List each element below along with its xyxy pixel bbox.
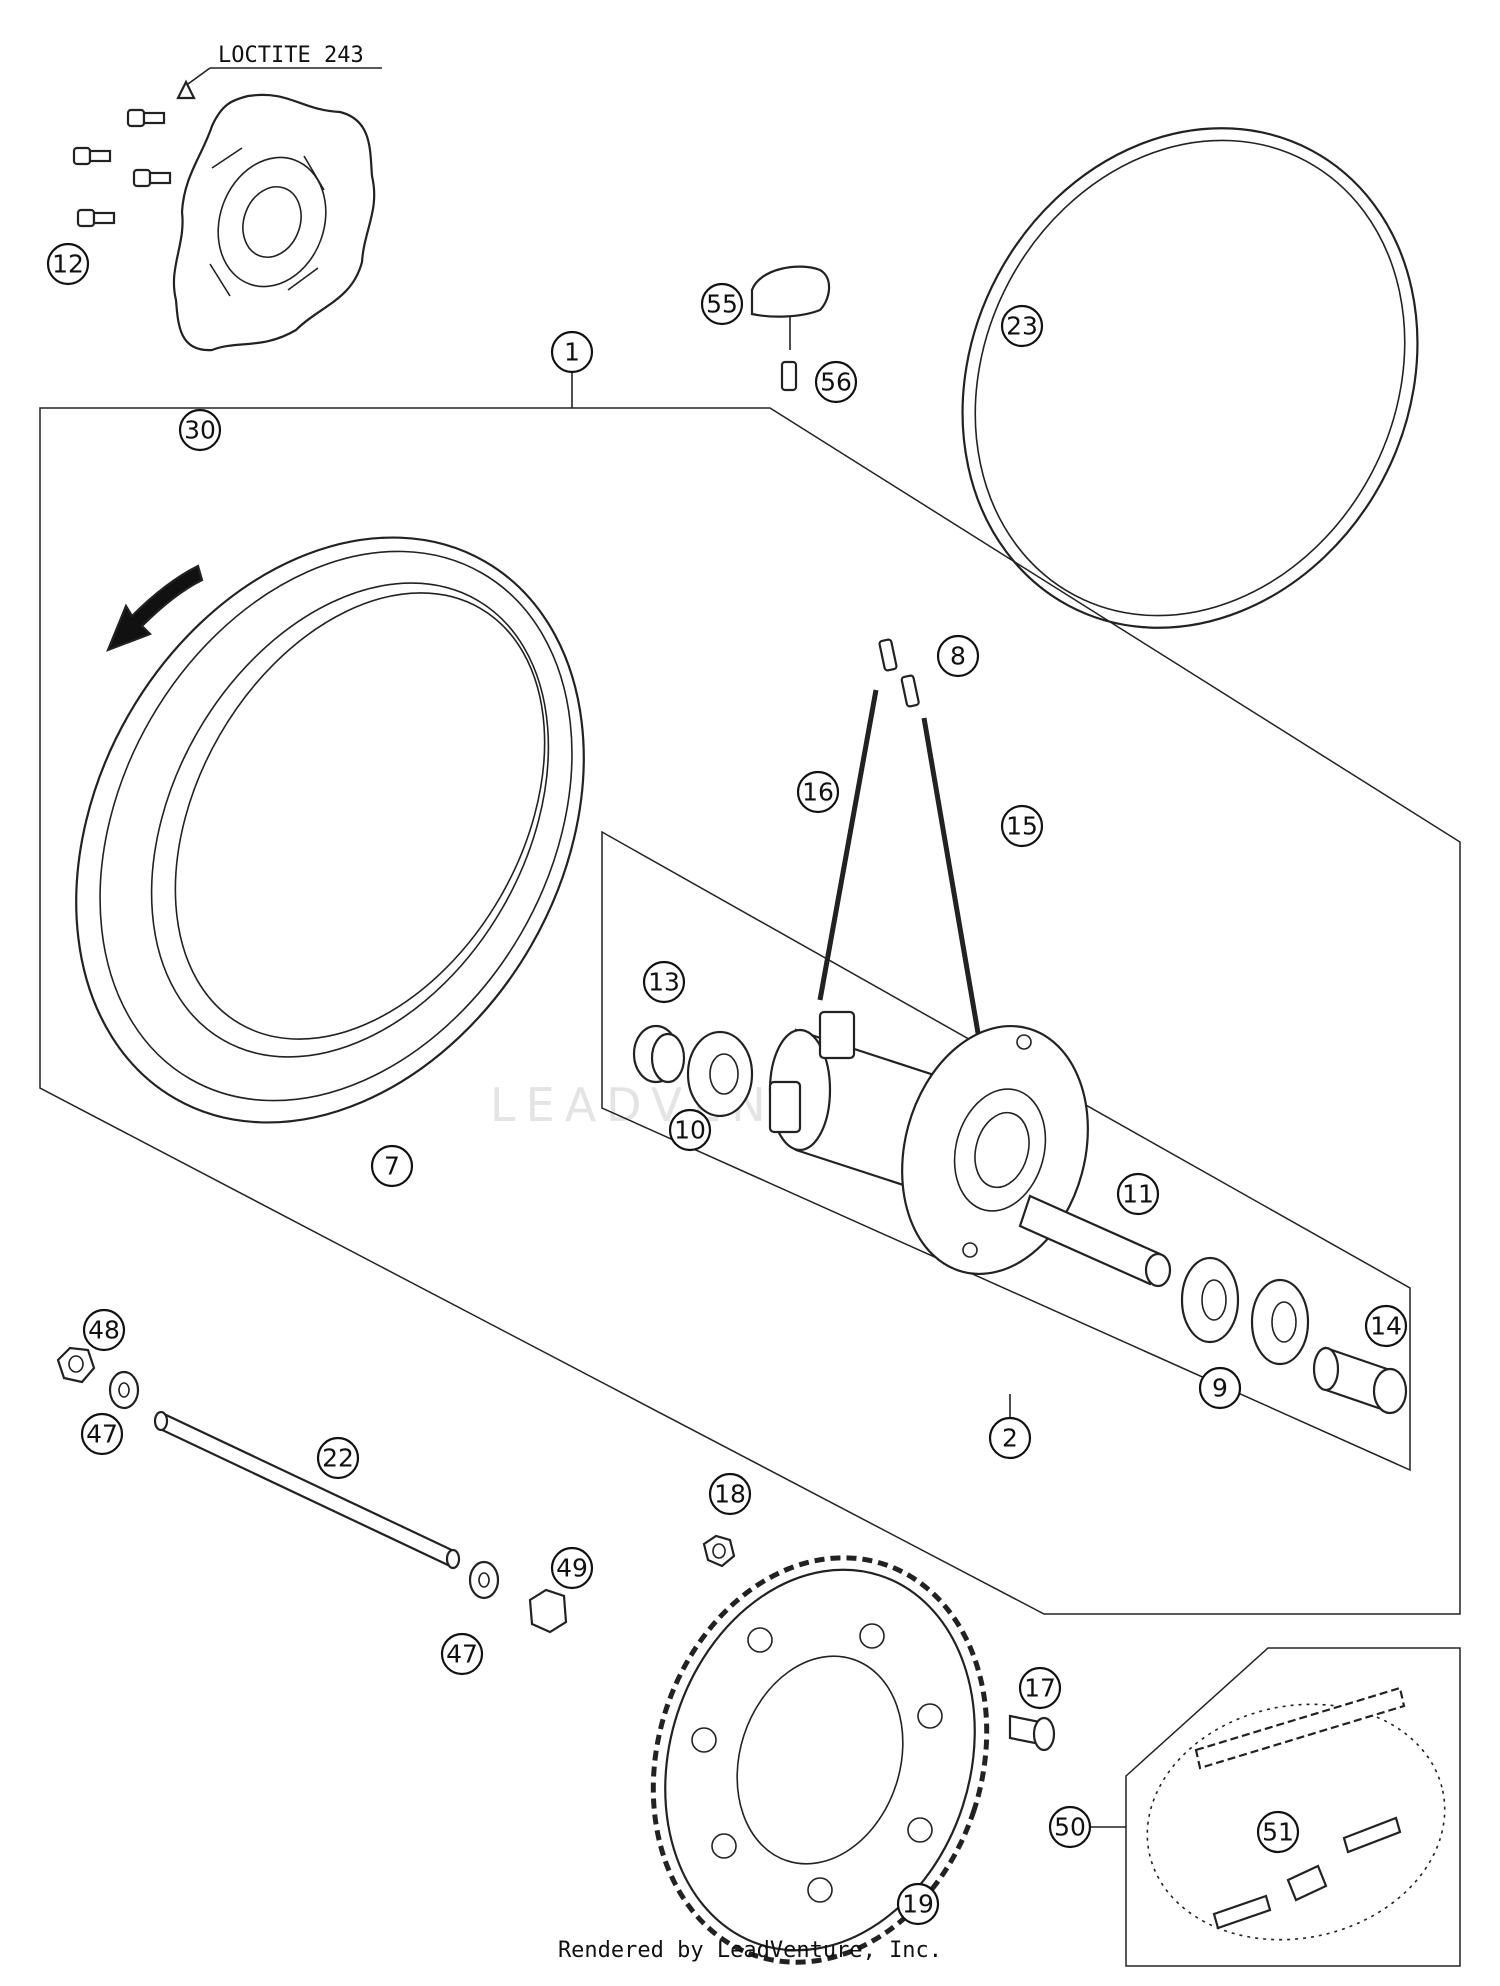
chain-master-link [1286, 1864, 1328, 1902]
svg-text:51: 51 [1262, 1818, 1294, 1847]
wheel-axle [153, 1410, 461, 1570]
svg-text:12: 12 [52, 250, 84, 279]
chain-frame [1125, 1647, 1461, 1967]
svg-text:55: 55 [706, 290, 738, 319]
callout-19: 19 [896, 1882, 940, 1926]
svg-text:47: 47 [446, 1640, 478, 1669]
callout-47-left: 47 [80, 1412, 124, 1456]
loctite-annotation: LOCTITE 243 [176, 43, 382, 100]
svg-text:8: 8 [950, 642, 966, 671]
callout-15: 15 [1000, 804, 1044, 848]
loctite-drop-icon [176, 79, 196, 100]
callout-17: 17 [1018, 1666, 1062, 1710]
callout-8: 8 [936, 634, 980, 678]
distance-sleeve [1018, 1194, 1172, 1288]
axle-nut-cap [528, 1588, 568, 1634]
valve-insert [780, 360, 798, 392]
sprocket-screw [1008, 1714, 1056, 1752]
washer-left [108, 1370, 140, 1410]
svg-text:48: 48 [88, 1316, 120, 1345]
svg-text:23: 23 [1006, 312, 1038, 341]
svg-text:30: 30 [184, 416, 216, 445]
bearing-right-1 [1180, 1256, 1240, 1344]
svg-text:47: 47 [86, 1420, 118, 1449]
rear-hub [768, 1010, 1089, 1276]
callout-11: 11 [1116, 1172, 1160, 1216]
svg-text:1: 1 [564, 338, 580, 367]
svg-text:19: 19 [902, 1890, 934, 1919]
callout-1: 1 [550, 330, 594, 374]
callout-50: 50 [1048, 1805, 1092, 1849]
hub-assembly-frame [601, 830, 1411, 1472]
bearing-right-2 [1250, 1278, 1310, 1366]
svg-text:9: 9 [1212, 1374, 1228, 1403]
axle-nut [56, 1346, 96, 1384]
callout-7: 7 [370, 1144, 414, 1188]
callout-10: 10 [668, 1108, 712, 1152]
svg-text:18: 18 [714, 1480, 746, 1509]
rear-sprocket [650, 1555, 990, 1965]
svg-text:14: 14 [1370, 1312, 1402, 1341]
callout-labels: 1 2 7 8 9 10 11 12 13 14 15 16 17 18 19 … [46, 242, 1408, 1926]
svg-text:17: 17 [1024, 1674, 1056, 1703]
callout-18: 18 [708, 1472, 752, 1516]
valve-cap [750, 265, 831, 350]
callout-9: 9 [1198, 1366, 1242, 1410]
loctite-label: LOCTITE 243 [218, 43, 364, 68]
callout-56: 56 [814, 360, 858, 404]
svg-text:49: 49 [556, 1554, 588, 1583]
washer-right [468, 1560, 500, 1600]
svg-text:50: 50 [1054, 1813, 1086, 1842]
callout-2: 2 [988, 1416, 1032, 1460]
rim-band [961, 127, 1419, 629]
wheel-assembly-frame [39, 407, 1461, 1615]
brake-disc [172, 93, 376, 352]
callout-55: 55 [700, 282, 744, 326]
svg-text:16: 16 [802, 778, 834, 807]
svg-text:10: 10 [674, 1116, 706, 1145]
spoke-outer [900, 674, 987, 1069]
callout-49: 49 [550, 1546, 594, 1590]
hub-spacer-left [632, 1024, 686, 1084]
callout-22: 22 [316, 1436, 360, 1480]
callout-48: 48 [82, 1308, 126, 1352]
svg-text:22: 22 [322, 1444, 354, 1473]
callout-47-right: 47 [440, 1632, 484, 1676]
callout-16: 16 [796, 770, 840, 814]
brake-disc-bolts [72, 108, 172, 228]
svg-text:15: 15 [1006, 812, 1038, 841]
callout-23: 23 [1000, 304, 1044, 348]
rim [75, 536, 585, 1124]
svg-text:2: 2 [1002, 1424, 1018, 1453]
callout-30: 30 [178, 408, 222, 452]
sprocket-nut [702, 1534, 736, 1568]
svg-text:13: 13 [648, 968, 680, 997]
callout-12: 12 [46, 242, 90, 286]
callout-14: 14 [1364, 1304, 1408, 1348]
rotation-direction-arrow-icon [106, 564, 204, 652]
svg-text:7: 7 [384, 1152, 400, 1181]
drive-chain [1146, 1686, 1446, 1941]
hub-spacer-right [1312, 1346, 1408, 1415]
svg-text:11: 11 [1122, 1180, 1154, 1209]
svg-text:56: 56 [820, 368, 852, 397]
render-credit: Rendered by LeadVenture, Inc. [557, 1938, 943, 1963]
callout-13: 13 [642, 960, 686, 1004]
callout-51: 51 [1256, 1810, 1300, 1854]
spoke-inner [817, 638, 898, 1001]
bearing-left [686, 1030, 754, 1118]
